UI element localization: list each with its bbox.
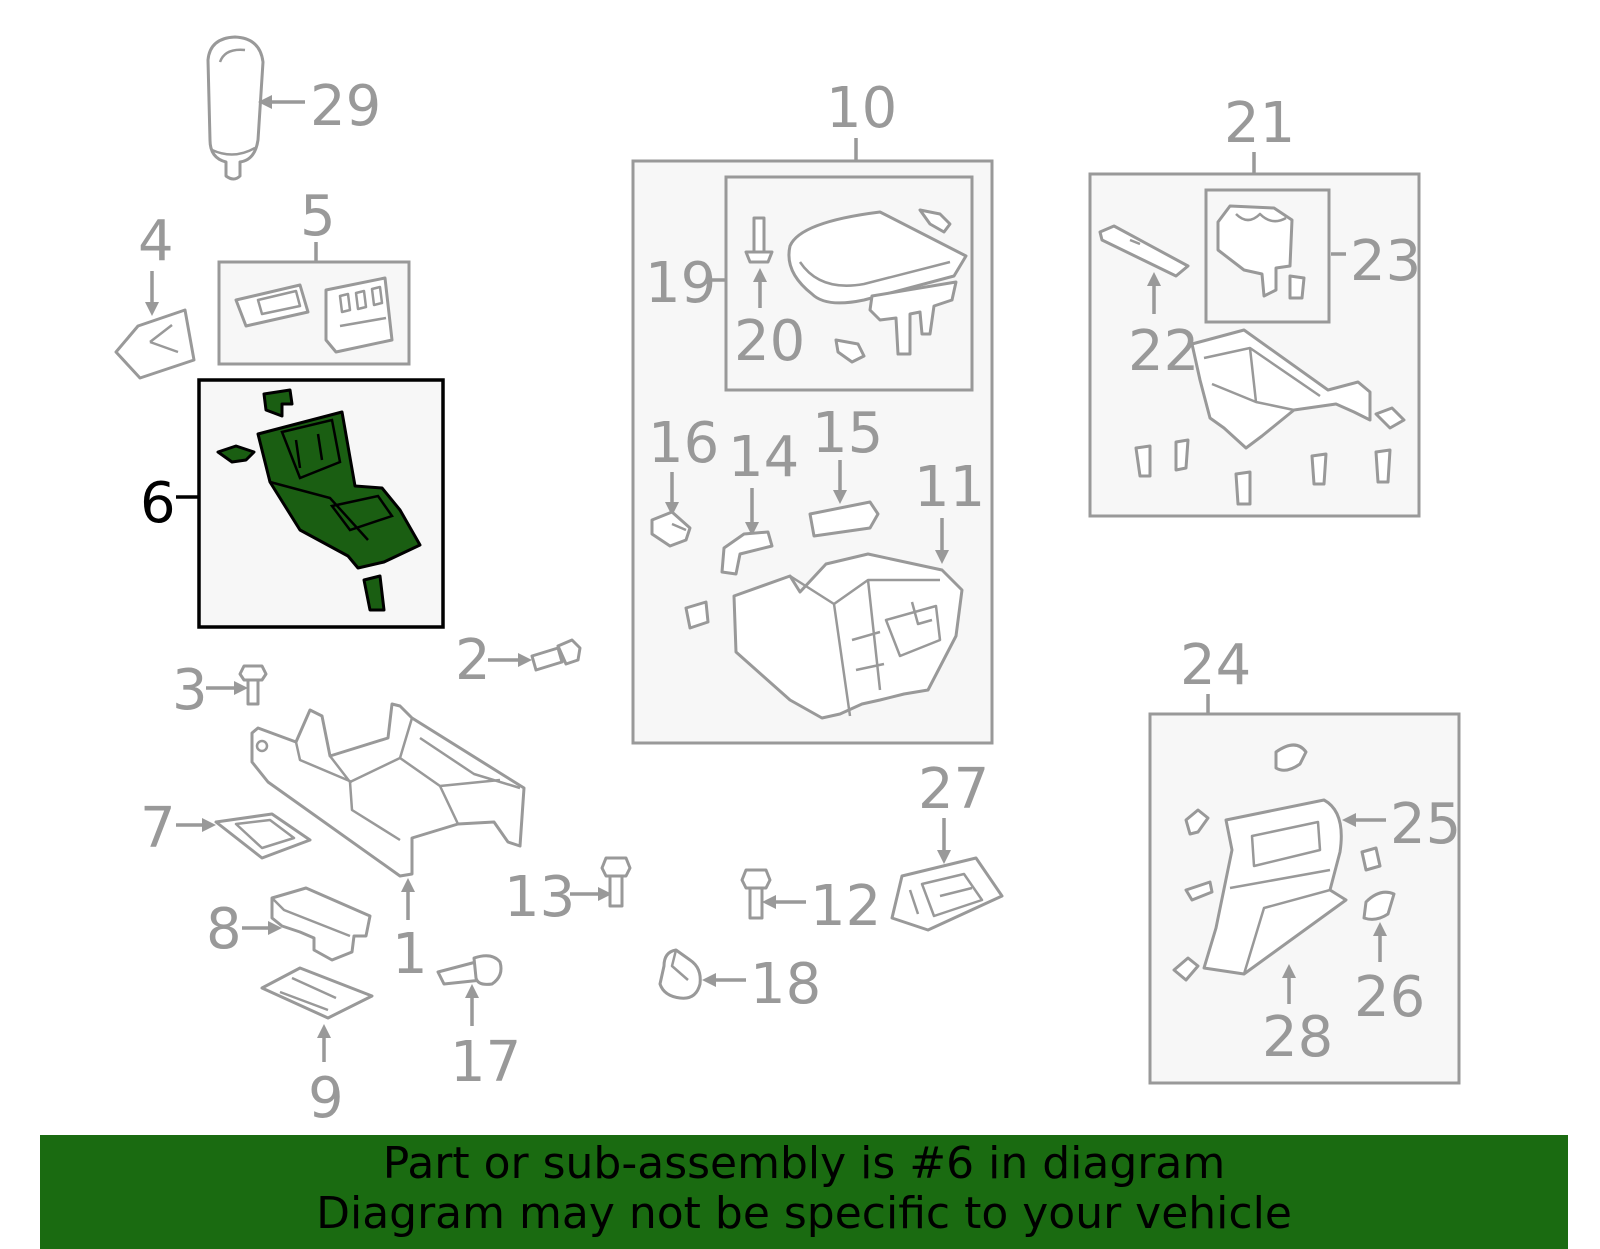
arrow-13 <box>598 887 612 901</box>
part-14-bracket[interactable] <box>720 530 774 576</box>
arrow-16 <box>665 502 679 516</box>
callout-19[interactable]: 19 <box>645 251 716 316</box>
arrow-28 <box>1282 964 1296 978</box>
arrow-11 <box>935 550 949 564</box>
arrow-8 <box>268 921 282 935</box>
arrow-25 <box>1342 813 1356 827</box>
callout-4[interactable]: 4 <box>138 209 174 274</box>
callout-14[interactable]: 14 <box>728 425 799 490</box>
part-27-bezel[interactable] <box>890 856 1004 932</box>
part-8-bracket[interactable] <box>270 886 372 962</box>
callout-25[interactable]: 25 <box>1390 792 1461 857</box>
callout-24[interactable]: 24 <box>1180 633 1251 698</box>
callout-29[interactable]: 29 <box>310 74 381 139</box>
arrow-12 <box>762 895 776 909</box>
callout-21[interactable]: 21 <box>1224 91 1295 156</box>
arrow-9 <box>317 1024 331 1038</box>
banner-line-1: Part or sub-assembly is #6 in diagram <box>382 1138 1226 1189</box>
arrow-27 <box>937 850 951 864</box>
part-11-console-box[interactable] <box>684 552 964 720</box>
callout-9[interactable]: 9 <box>308 1066 344 1131</box>
arrow-26 <box>1373 922 1387 936</box>
part-5-switch-panel[interactable] <box>234 276 394 354</box>
arrow-22 <box>1147 272 1161 286</box>
part-3-bolt[interactable] <box>238 664 268 706</box>
part-21-upper-panel[interactable] <box>1134 328 1406 506</box>
part-24-rear-panel[interactable] <box>1172 743 1396 982</box>
part-13-bolt[interactable] <box>600 856 632 908</box>
part-19-armrest-lid[interactable] <box>787 208 968 364</box>
callout-3[interactable]: 3 <box>172 658 208 723</box>
part-18-clip[interactable] <box>658 948 702 1000</box>
arrow-2 <box>518 653 532 667</box>
arrow-3 <box>234 681 248 695</box>
callout-16[interactable]: 16 <box>648 411 719 476</box>
part-4-trim-piece[interactable] <box>114 308 196 380</box>
callout-11[interactable]: 11 <box>914 455 985 520</box>
callout-20[interactable]: 20 <box>734 309 805 374</box>
arrow-1 <box>401 878 415 892</box>
part-20-pin[interactable] <box>744 216 774 264</box>
callout-15[interactable]: 15 <box>812 401 883 466</box>
callout-28[interactable]: 28 <box>1262 1005 1333 1070</box>
part-22-bar[interactable] <box>1098 224 1190 278</box>
part-29-shift-knob[interactable] <box>206 35 265 181</box>
arrow-29 <box>258 95 272 109</box>
part-23-cup-holder[interactable] <box>1216 204 1306 300</box>
callout-7[interactable]: 7 <box>140 796 176 861</box>
callout-18[interactable]: 18 <box>750 952 821 1017</box>
arrow-4 <box>145 302 159 316</box>
arrow-15 <box>833 490 847 504</box>
part-9-pad[interactable] <box>260 966 374 1020</box>
callout-2[interactable]: 2 <box>455 628 491 693</box>
callout-27[interactable]: 27 <box>918 757 989 822</box>
arrow-14 <box>745 522 759 536</box>
part-16-clip[interactable] <box>650 510 692 548</box>
arrow-18 <box>702 973 716 987</box>
callout-1[interactable]: 1 <box>392 922 428 987</box>
part-17-clip[interactable] <box>436 954 503 986</box>
callout-5[interactable]: 5 <box>300 184 336 249</box>
callout-8[interactable]: 8 <box>206 897 242 962</box>
part-15-cover[interactable] <box>808 500 880 538</box>
callout-26[interactable]: 26 <box>1354 965 1425 1030</box>
part-12-bolt[interactable] <box>740 868 772 920</box>
arrow-17 <box>465 984 479 998</box>
callout-13[interactable]: 13 <box>504 865 575 930</box>
banner-line-2: Diagram may not be specific to your vehi… <box>316 1188 1292 1239</box>
callout-22[interactable]: 22 <box>1128 319 1199 384</box>
part-6-console-box-selected[interactable] <box>216 388 422 612</box>
callout-17[interactable]: 17 <box>450 1030 521 1095</box>
callout-12[interactable]: 12 <box>810 874 881 939</box>
callout-10[interactable]: 10 <box>826 76 897 141</box>
callout-23[interactable]: 23 <box>1350 229 1421 294</box>
part-2-screw[interactable] <box>530 638 582 672</box>
info-banner: Part or sub-assembly is #6 in diagram Di… <box>40 1135 1568 1249</box>
callout-6-selected[interactable]: 6 <box>140 471 176 536</box>
arrow-7 <box>202 818 216 832</box>
part-7-mat[interactable] <box>214 812 312 860</box>
arrow-20 <box>753 268 767 282</box>
part-1-console-body[interactable] <box>250 702 526 878</box>
